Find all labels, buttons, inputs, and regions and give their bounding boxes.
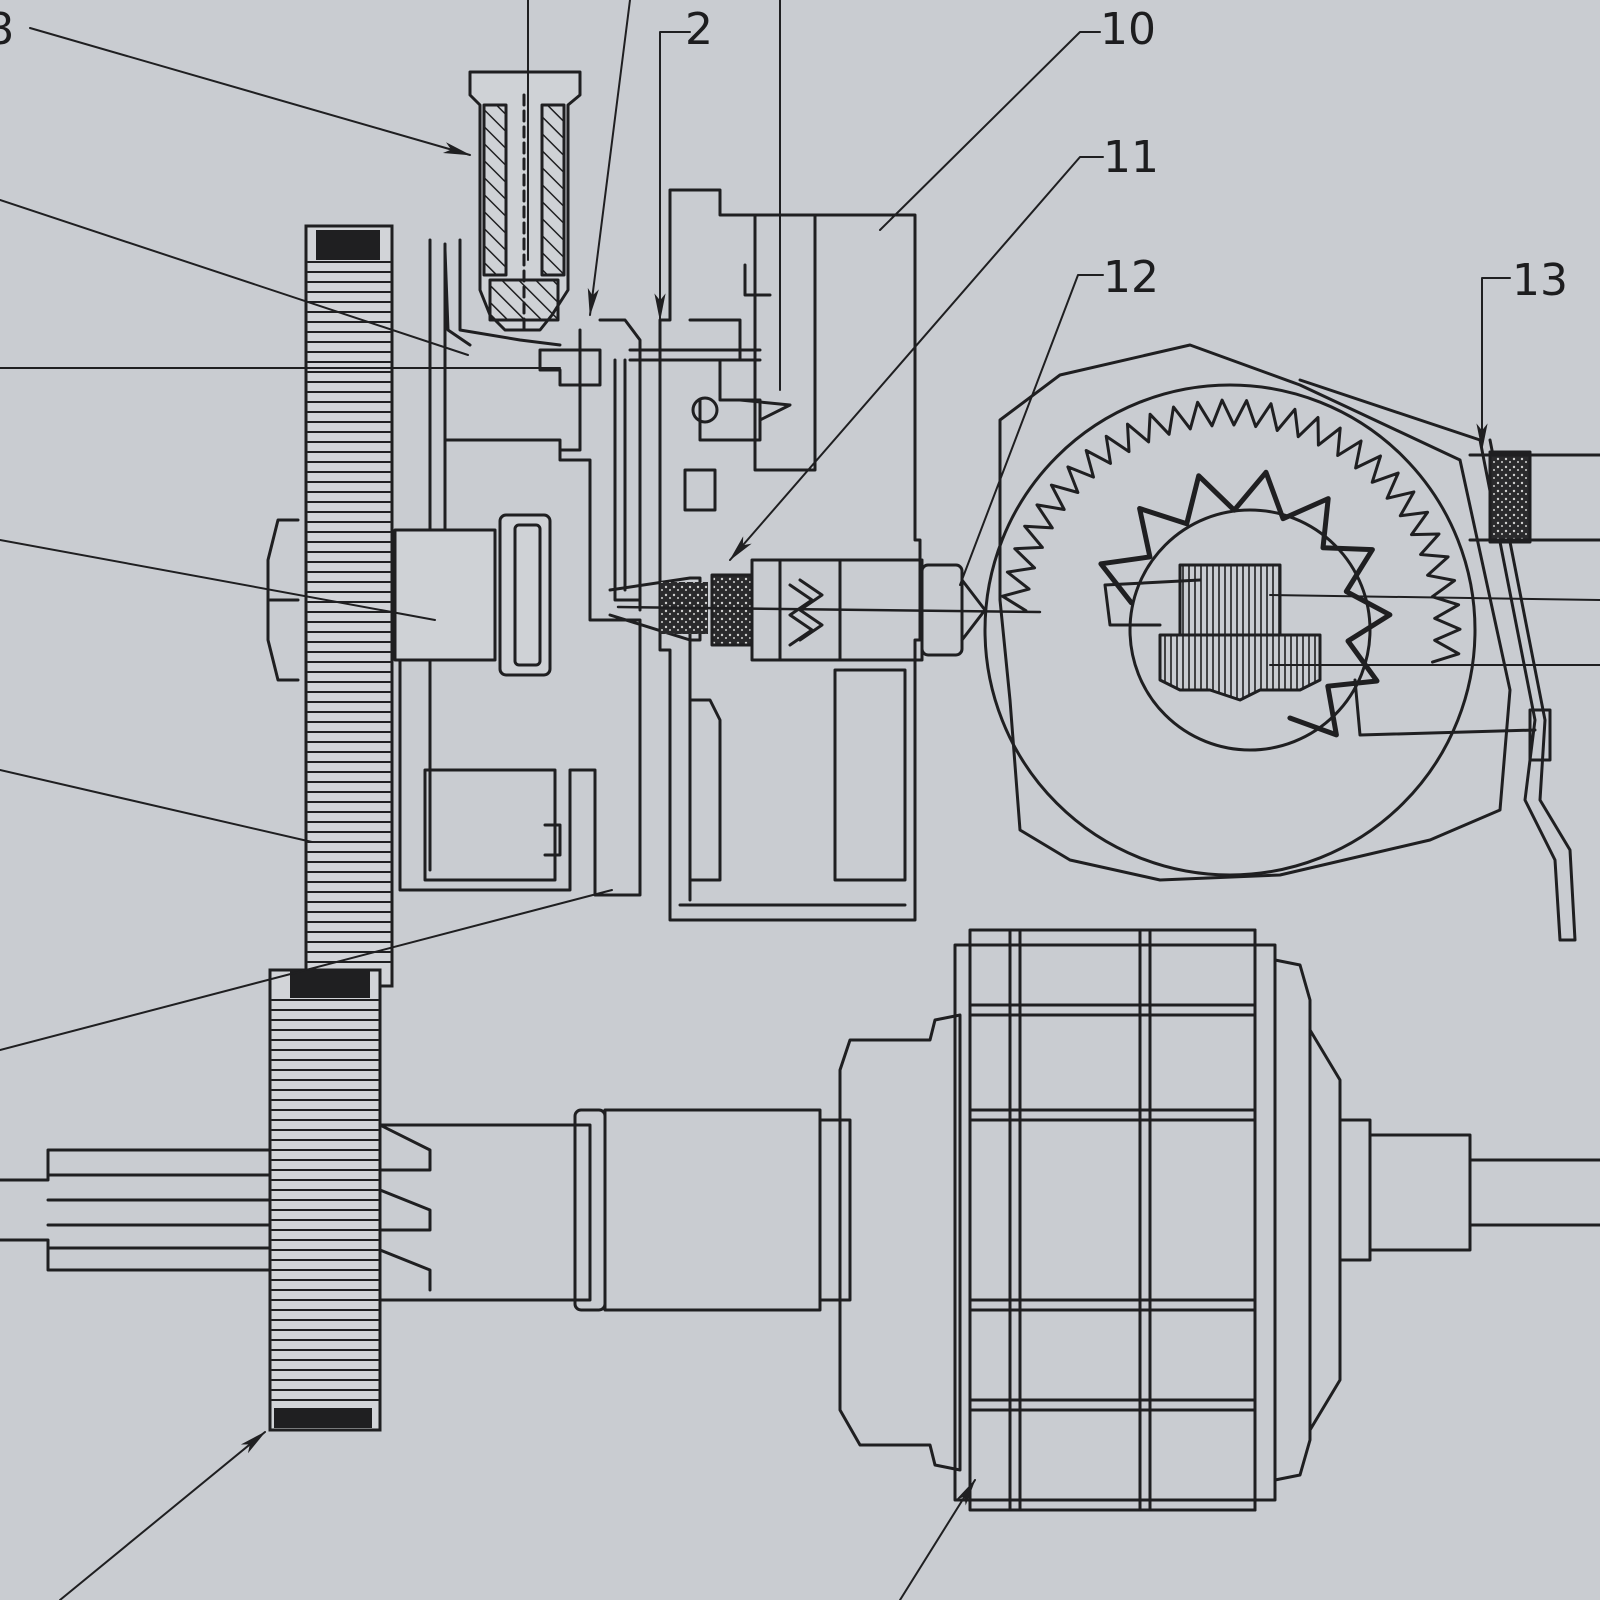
plunger-assembly bbox=[608, 558, 1042, 662]
star-cam-teeth bbox=[1098, 469, 1393, 738]
callout-11: 11 bbox=[1103, 132, 1159, 183]
nozzle bbox=[468, 70, 582, 332]
callout-8: 8 bbox=[0, 4, 14, 55]
follower-pin bbox=[1269, 450, 1600, 666]
cam-housing bbox=[983, 343, 1577, 942]
callout-10: 10 bbox=[1100, 4, 1156, 55]
leader-lines bbox=[0, 0, 1511, 1600]
callout-13: 13 bbox=[1512, 255, 1568, 306]
pump-body bbox=[393, 188, 922, 922]
ring-gear-teeth bbox=[1001, 398, 1462, 664]
callout-2: 2 bbox=[685, 4, 713, 55]
hex-nut bbox=[266, 518, 300, 682]
callout-12: 12 bbox=[1103, 252, 1159, 303]
gear-teeth bbox=[271, 261, 391, 1401]
cam-core bbox=[1103, 563, 1537, 737]
ring-gear-zigzag bbox=[1001, 398, 1462, 664]
rotor bbox=[838, 928, 1600, 1512]
drive-shaft bbox=[0, 1108, 852, 1312]
star-cam-zigzag bbox=[1098, 469, 1393, 738]
